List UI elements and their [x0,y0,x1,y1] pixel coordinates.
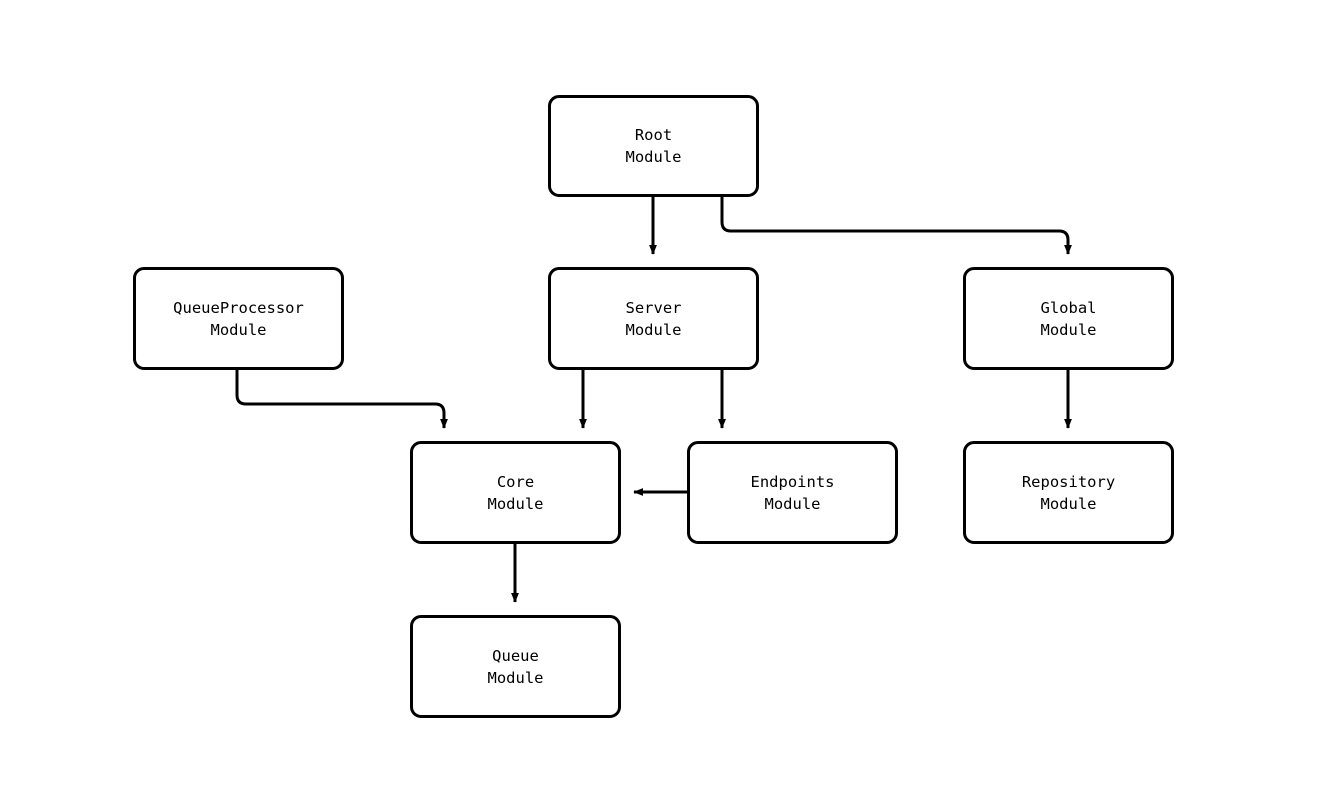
edge-queueprocessor-to-core [235,370,448,429]
node-label-endpoints-line2: Module [764,494,821,513]
node-label-queue-line2: Module [487,668,544,687]
node-label-queue-line1: Queue [492,646,539,665]
node-label-global-line1: Global [1040,298,1097,317]
node-label-server-line1: Server [625,298,682,317]
node-label-endpoints-line1: Endpoints [750,472,835,491]
node-label-core-line2: Module [487,494,544,513]
node-label-repository-line2: Module [1040,494,1097,513]
node-label-global-line2: Module [1040,320,1097,339]
node-label-server-line2: Module [625,320,682,339]
node-label-queueprocessor-line1: QueueProcessor [173,298,304,317]
node-label-repository-line1: Repository [1021,472,1116,491]
edge-root-to-global [720,197,1072,255]
node-label-root-line1: Root [634,126,673,144]
node-label-core-line1: Core [496,472,535,491]
node-label-root-line2: Module [625,148,682,166]
node-label-queueprocessor-line2: Module [210,320,267,339]
